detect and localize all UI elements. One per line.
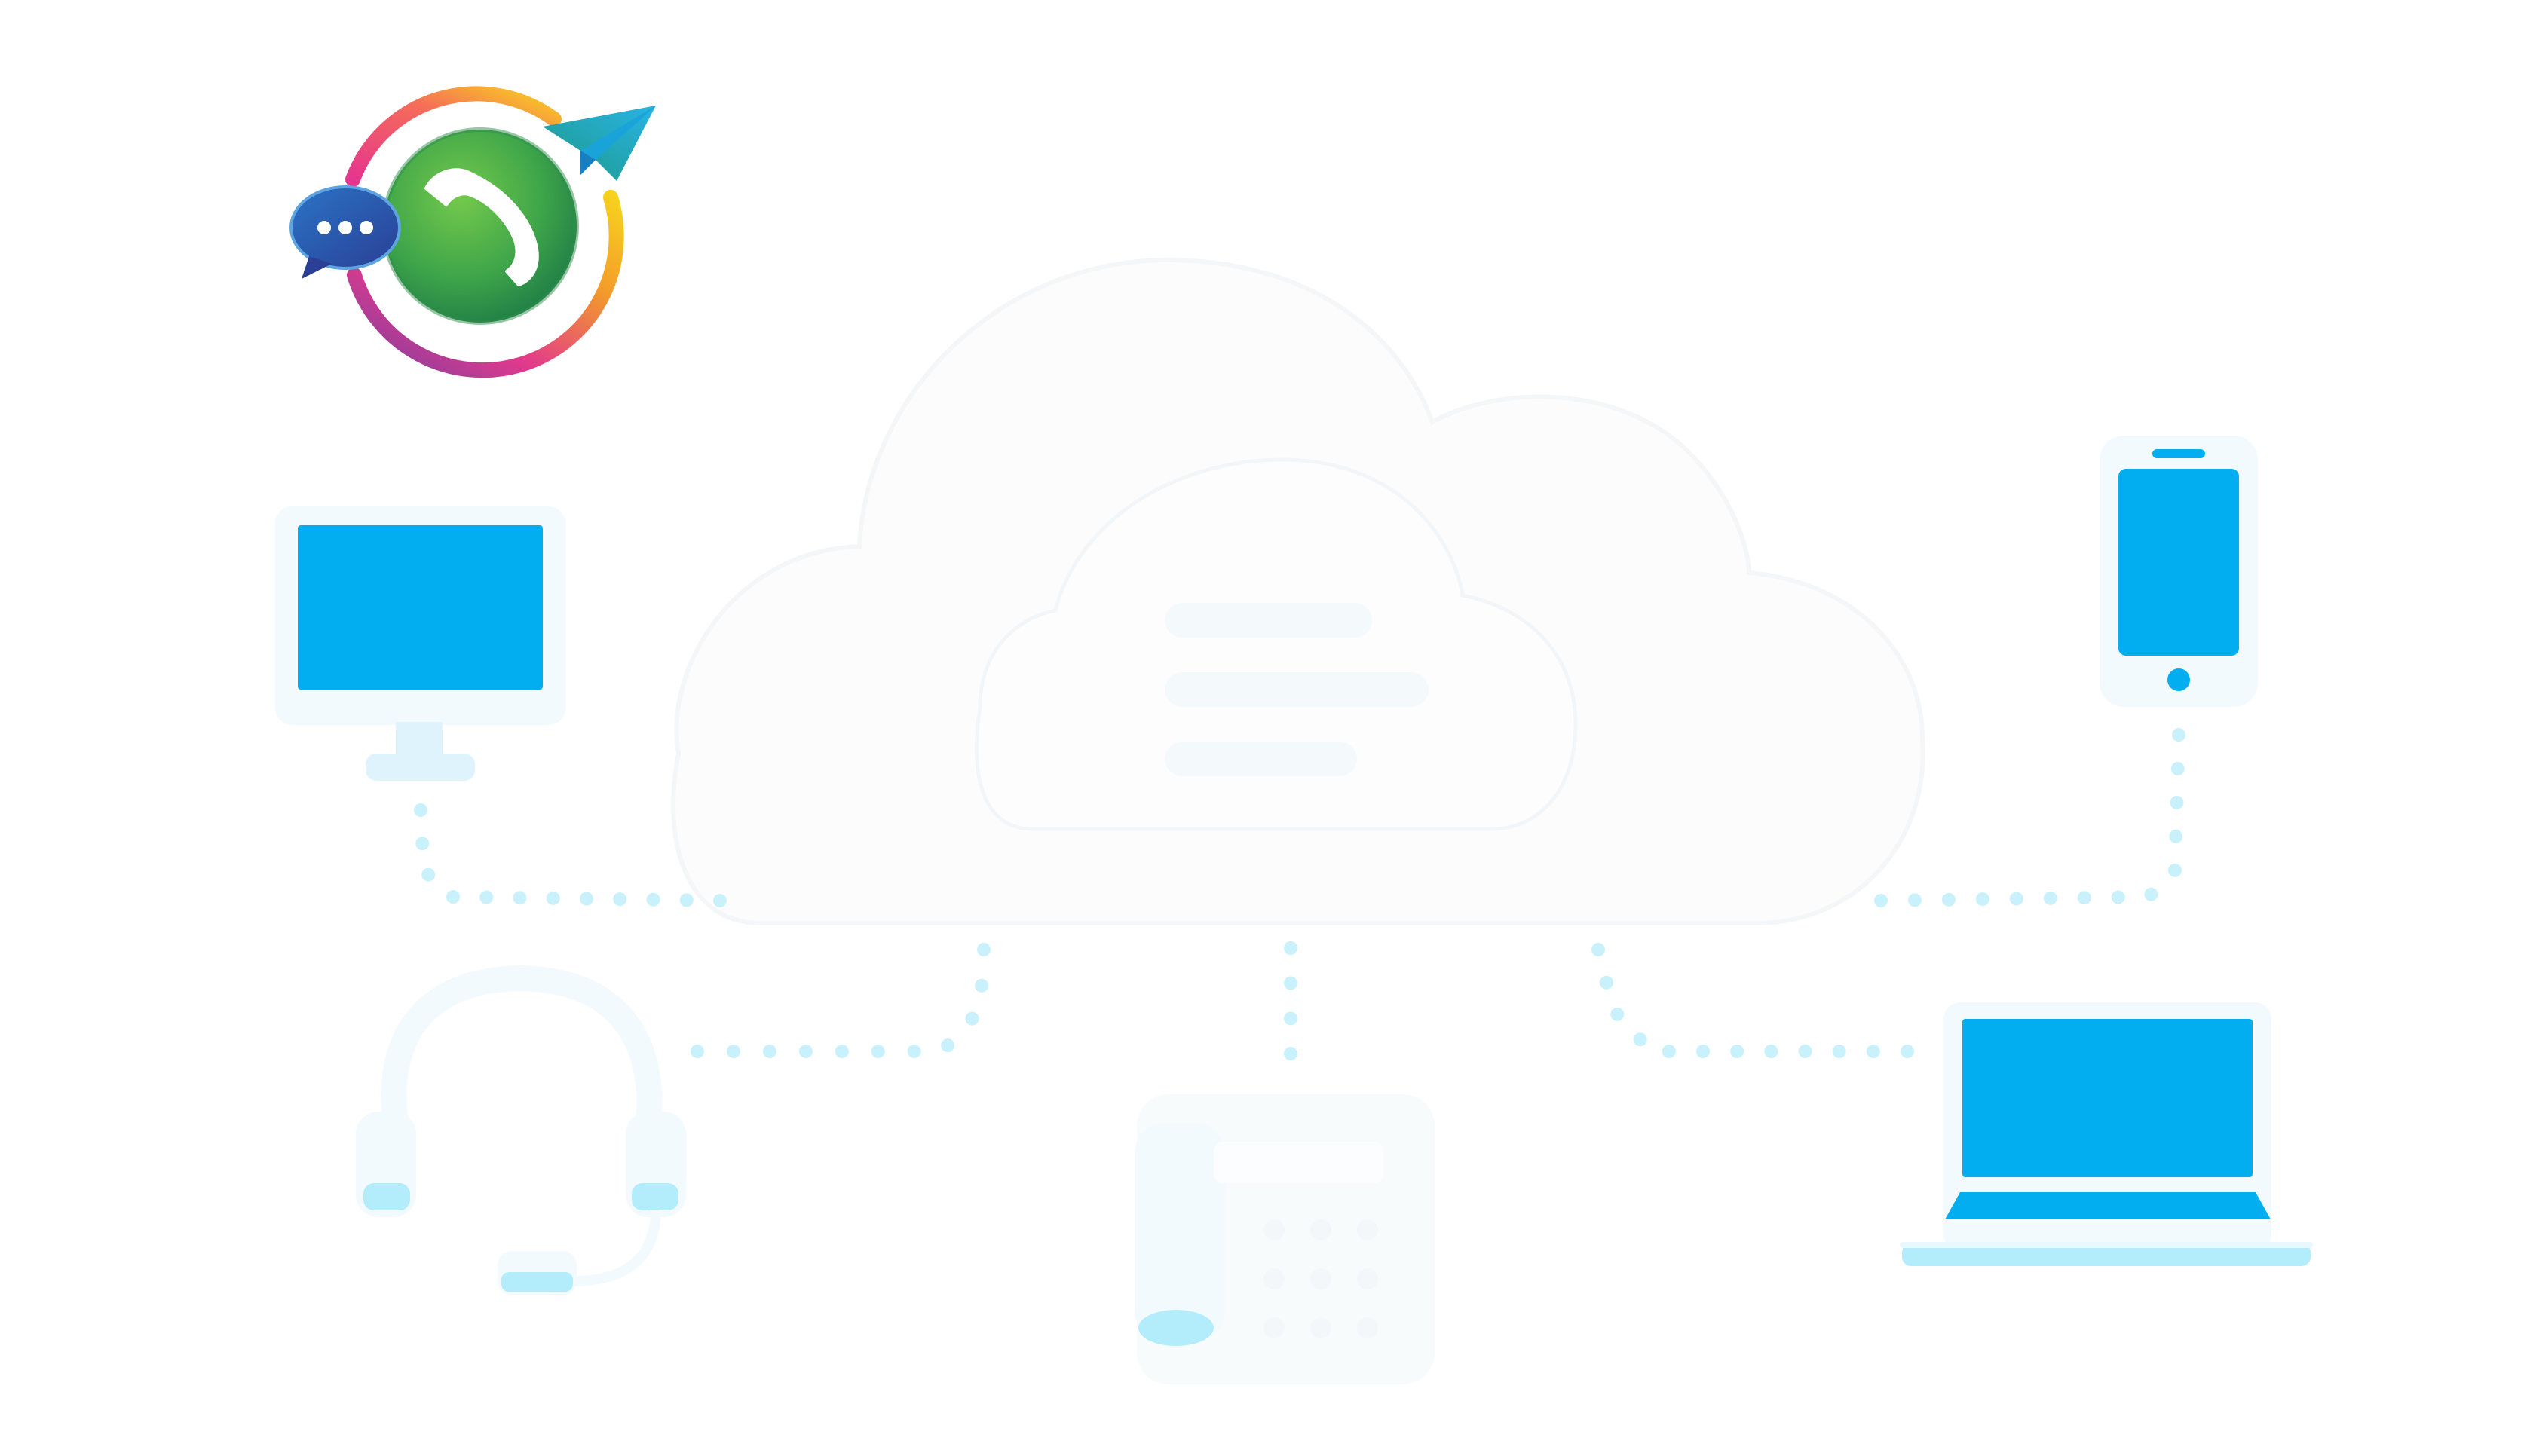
connector-dot — [1610, 1007, 1625, 1021]
connector-dot — [2168, 863, 2182, 877]
connector-dot — [907, 1045, 921, 1058]
connector-dot — [1284, 941, 1297, 955]
connectors — [414, 728, 2185, 1060]
server-line-1 — [1165, 603, 1372, 638]
connector-dot — [2169, 829, 2183, 843]
connector-dot — [679, 893, 694, 907]
connector-dot — [1907, 893, 1922, 907]
connector-dot — [977, 943, 991, 956]
connector-dot — [1866, 1045, 1880, 1058]
connector-dot — [1591, 943, 1605, 956]
connector-dot — [414, 803, 427, 817]
connector-dot — [941, 1038, 955, 1053]
connector-dot — [762, 1045, 776, 1058]
connector-dot — [726, 1045, 740, 1058]
connector-dot — [613, 892, 627, 907]
connector-dot — [2144, 887, 2158, 901]
connector-dot — [513, 891, 527, 905]
connector-dot — [835, 1045, 849, 1058]
connector-dot — [421, 867, 436, 882]
connector-dot — [1662, 1045, 1676, 1058]
connector-dot — [975, 978, 989, 993]
connector-dot — [965, 1011, 979, 1026]
server-line-3 — [1165, 742, 1357, 776]
connector-dot — [2111, 890, 2125, 904]
connector-dot — [871, 1045, 885, 1058]
smartphone-icon — [2100, 436, 2258, 707]
connector-dot — [1832, 1045, 1846, 1058]
connector-dot — [1798, 1045, 1812, 1058]
connector-dot — [446, 890, 461, 904]
server-line-2 — [1165, 672, 1429, 707]
laptop-icon — [1900, 1002, 2313, 1266]
connector-dot — [1901, 1045, 1914, 1058]
connector-dot — [713, 894, 727, 907]
connector-dot — [580, 892, 594, 906]
connector-dot — [798, 1045, 813, 1058]
connector-dot — [2170, 795, 2184, 809]
desktop-monitor-icon — [275, 506, 565, 781]
connector-dot — [479, 890, 494, 904]
connector-dot — [1284, 1011, 1297, 1026]
connector-dot — [2172, 728, 2185, 742]
connector-dot — [546, 891, 560, 905]
connector-dot — [2043, 891, 2057, 905]
voip-messaging-logo — [289, 86, 656, 378]
connector-dot — [1599, 975, 1613, 990]
desk-phone-icon — [1135, 1094, 1435, 1384]
connector-dot — [691, 1045, 704, 1058]
connector-dot — [1764, 1045, 1778, 1058]
connector-dot — [1696, 1045, 1711, 1058]
connector-dot — [1633, 1032, 1647, 1047]
connector-dot — [2170, 761, 2185, 775]
connector-dot — [1941, 892, 1956, 907]
connector-dot — [1284, 1047, 1297, 1060]
connector-dot — [415, 837, 430, 851]
connector-dot — [1874, 894, 1888, 907]
connector-dot — [2077, 891, 2091, 905]
connector-dot — [646, 892, 660, 907]
connector-dot — [1284, 976, 1297, 990]
cloud-server-icon — [671, 257, 1925, 925]
connector-dot — [1975, 892, 1989, 907]
headset-icon — [356, 965, 686, 1295]
connector-dot — [2009, 892, 2023, 906]
connector-dot — [1730, 1045, 1744, 1058]
